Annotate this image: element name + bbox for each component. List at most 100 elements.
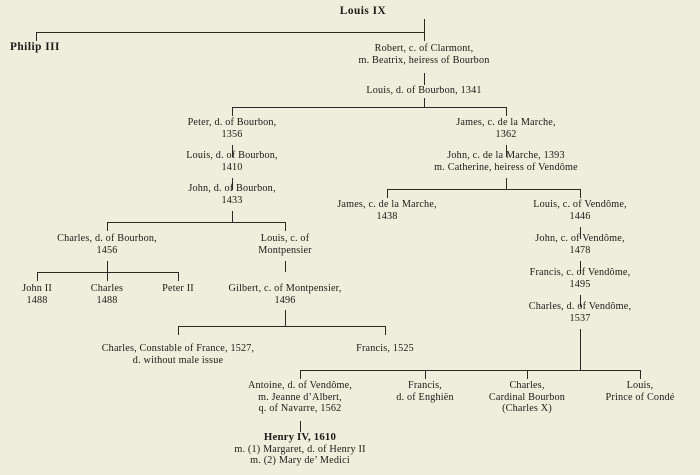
node-louis-bourbon-1410[interactable]: Louis, d. of Bourbon, 1410	[186, 150, 278, 173]
node-james-marche-1438[interactable]: James, c. de la Marche, 1438	[337, 199, 436, 222]
node-louis-ix[interactable]: Louis IX	[340, 5, 386, 18]
node-henry-iv-line-2: m. (2) Mary de’ Medici	[250, 455, 350, 467]
connector-louisix-stem	[424, 19, 425, 32]
node-philip-iii[interactable]: Philip III	[10, 41, 60, 54]
connector-charles-cardinal-drop	[527, 370, 528, 379]
node-john-marche-1393[interactable]: John, c. de la Marche, 1393 m. Catherine…	[434, 150, 578, 173]
connector-louis1410-to-john1433	[232, 178, 233, 190]
node-charles-bourbon-1456-line-0: Charles, d. of Bourbon,	[57, 233, 157, 244]
node-charles-vendome-1537-line-1: 1537	[569, 312, 591, 324]
node-john-ii-1488-line-1: 1488	[26, 294, 48, 306]
node-charles-bourbon-1456[interactable]: Charles, d. of Bourbon, 1456	[57, 233, 157, 256]
node-louis-prince-conde[interactable]: Louis, Prince of Condé	[606, 380, 675, 403]
node-louis-bourbon-1410-line-0: Louis, d. of Bourbon,	[186, 150, 278, 161]
node-peter-ii-line-0: Peter II	[162, 283, 194, 294]
node-james-marche-1438-line-0: James, c. de la Marche,	[337, 199, 437, 210]
node-henry-iv[interactable]: Henry IV, 1610 m. (1) Margaret, d. of He…	[234, 431, 366, 467]
node-louis-vendome-1446[interactable]: Louis, c. of Vendôme, 1446	[533, 199, 627, 222]
node-peter-bourbon-1356-line-0: Peter, d. of Bourbon,	[187, 117, 277, 128]
connector-james1362-to-john1393	[506, 145, 507, 157]
node-james-marche-1438-line-1: 1438	[376, 210, 398, 222]
node-louis-prince-conde-line-1: Prince of Condé	[605, 391, 675, 403]
node-louis-bourbon-1341-line-0: Louis, d. of Bourbon, 1341	[366, 85, 482, 96]
node-francis-1525[interactable]: Francis, 1525	[356, 343, 414, 355]
node-john-bourbon-1433[interactable]: John, d. of Bourbon, 1433	[188, 183, 275, 206]
connector-gen7-left-bar	[37, 272, 179, 273]
connector-gen5-right-bar	[387, 189, 581, 190]
node-john-marche-1393-line-0: John, c. de la Marche, 1393	[447, 150, 565, 161]
node-louis-bourbon-1341[interactable]: Louis, d. of Bourbon, 1341	[366, 85, 481, 97]
connector-john1393-stem	[506, 178, 507, 189]
node-john-vendome-1478-line-1: 1478	[569, 244, 591, 256]
node-peter-ii[interactable]: Peter II	[162, 283, 194, 295]
node-louis-bourbon-1410-line-1: 1410	[221, 161, 243, 173]
connector-francis-enghien-drop	[425, 370, 426, 379]
node-francis-enghien-line-0: Francis,	[408, 380, 442, 391]
node-john-bourbon-1433-line-0: John, d. of Bourbon,	[188, 183, 276, 194]
connector-gen9-bar	[300, 370, 641, 371]
connector-antoine-to-henryiv	[300, 421, 301, 432]
connector-james1438-drop	[387, 189, 388, 198]
node-gilbert-montpensier-1496[interactable]: Gilbert, c. of Montpensier, 1496	[228, 283, 341, 306]
connector-peter-drop	[232, 107, 233, 116]
node-antoine-vendome-line-2: q. of Navarre, 1562	[258, 403, 342, 415]
node-charles-cardinal-bourbon[interactable]: Charles, Cardinal Bourbon (Charles X)	[489, 380, 565, 415]
node-charles-cardinal-bourbon-line-1: Cardinal Bourbon	[488, 391, 566, 403]
connector-gen1-bar	[36, 32, 425, 33]
connector-louis-vendome-drop	[580, 189, 581, 198]
node-francis-vendome-1495-line-0: Francis, c. of Vendôme,	[529, 267, 631, 278]
node-francis-enghien-line-1: d. of Enghiën	[396, 391, 454, 403]
node-james-marche-1362[interactable]: James, c. de la Marche, 1362	[456, 117, 555, 140]
node-francis-vendome-1495-line-1: 1495	[569, 278, 591, 290]
node-peter-bourbon-1356[interactable]: Peter, d. of Bourbon, 1356	[188, 117, 277, 140]
node-robert-clarmont-line-0: Robert, c. of Clarmont,	[374, 43, 474, 54]
node-louis-montpensier-line-0: Louis, c. of	[260, 233, 310, 244]
connector-louisvendome-to-johnvendome	[580, 227, 581, 239]
node-francis-vendome-1495[interactable]: Francis, c. of Vendôme, 1495	[530, 267, 631, 290]
node-charles-1488-line-1: 1488	[96, 294, 118, 306]
connector-james1362-drop	[506, 107, 507, 116]
connector-louis-montpensier-drop	[285, 222, 286, 231]
node-john-ii-1488[interactable]: John II 1488	[22, 283, 52, 306]
node-henry-iv-line-1: m. (1) Margaret, d. of Henry II	[234, 443, 366, 455]
node-james-marche-1362-line-0: James, c. de la Marche,	[456, 117, 556, 128]
node-charles-cardinal-bourbon-line-2: (Charles X)	[502, 403, 552, 415]
connector-charles1488-drop	[107, 272, 108, 281]
node-antoine-vendome[interactable]: Antoine, d. of Vendôme, m. Jeanne d’Albe…	[248, 380, 352, 415]
node-louis-montpensier[interactable]: Louis, c. of Montpensier	[258, 233, 311, 256]
connector-montpensier-to-gilbert	[285, 261, 286, 272]
connector-antoine-drop	[300, 370, 301, 379]
node-charles-1488-line-0: Charles	[90, 283, 124, 294]
node-james-marche-1362-line-1: 1362	[495, 128, 517, 140]
node-charles-bourbon-1456-line-1: 1456	[96, 244, 118, 256]
node-charles-constable-1527[interactable]: Charles, Constable of France, 1527, d. w…	[102, 343, 255, 366]
node-robert-clarmont-line-1: m. Beatrix, heiress of Bourbon	[358, 54, 490, 66]
node-henry-iv-line-0: Henry IV, 1610	[263, 431, 337, 443]
node-francis-enghien[interactable]: Francis, d. of Enghiën	[396, 380, 454, 403]
connector-charlesvendome-stem	[580, 329, 581, 370]
connector-robert-drop	[424, 32, 425, 41]
node-robert-clarmont[interactable]: Robert, c. of Clarmont, m. Beatrix, heir…	[358, 43, 489, 66]
connector-charles-constable-drop	[178, 326, 179, 335]
connector-charles1456-stem	[107, 261, 108, 272]
node-francis-1525-line-0: Francis, 1525	[356, 343, 414, 354]
node-charles-1488[interactable]: Charles 1488	[91, 283, 123, 306]
connector-peter-to-louis1410	[232, 145, 233, 157]
connector-peterii-drop	[178, 272, 179, 281]
node-john-ii-1488-line-0: John II	[22, 283, 52, 294]
node-louis-montpensier-line-1: Montpensier	[258, 244, 312, 256]
connector-robert-to-louis1341	[424, 73, 425, 85]
node-louis-vendome-1446-line-0: Louis, c. of Vendôme,	[533, 199, 627, 210]
node-charles-vendome-1537-line-0: Charles, d. of Vendôme,	[528, 301, 632, 312]
connector-francisvendome-to-charlesvendome	[580, 295, 581, 307]
node-louis-vendome-1446-line-1: 1446	[569, 210, 591, 222]
connector-john1433-stem	[232, 211, 233, 222]
node-louis-prince-conde-line-0: Louis,	[626, 380, 654, 391]
node-charles-constable-1527-line-0: Charles, Constable of France, 1527,	[101, 343, 255, 354]
connector-johnvendome-to-francisvendome	[580, 261, 581, 273]
node-john-vendome-1478[interactable]: John, c. of Vendôme, 1478	[535, 233, 624, 256]
node-charles-vendome-1537[interactable]: Charles, d. of Vendôme, 1537	[529, 301, 631, 324]
node-john-bourbon-1433-line-1: 1433	[221, 194, 243, 206]
node-gilbert-montpensier-1496-line-1: 1496	[274, 294, 296, 306]
